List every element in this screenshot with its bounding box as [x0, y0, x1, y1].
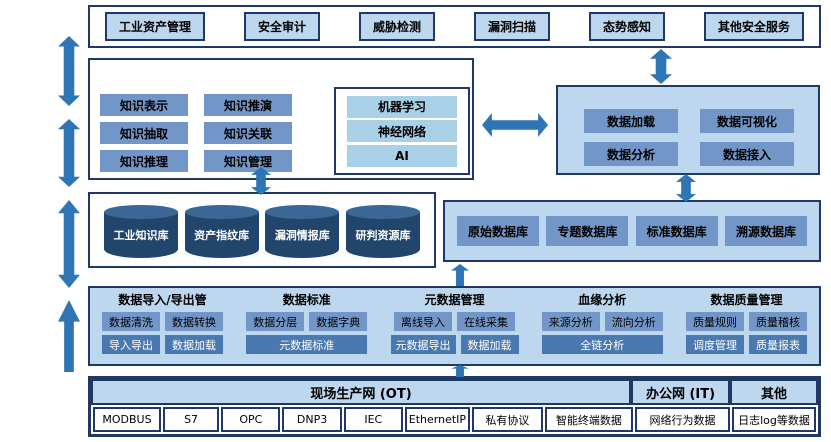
up-arrow-icon — [58, 300, 80, 372]
knowledge-item: 知识表示 — [100, 94, 188, 116]
double-arrow-vertical-icon — [58, 36, 80, 106]
governance-op: 流向分析 — [604, 312, 663, 331]
ai-item: 机器学习 — [347, 95, 457, 118]
knowledge-item: 知识抽取 — [100, 122, 188, 144]
governance-op: 元数据标准 — [246, 335, 368, 354]
network-header-ot: 现场生产网 (OT) — [91, 379, 631, 405]
database-item: 原始数据库 — [457, 216, 539, 246]
governance-group-title: 血缘分析 — [578, 293, 627, 307]
database-cylinder: 工业知识库 — [104, 205, 178, 258]
governance-op: 数据清洗 — [102, 312, 160, 331]
network-sources-layer: 现场生产网 (OT) 办公网 (IT) 其他 MODBUS S7 OPC DNP… — [88, 376, 821, 437]
database-item: 标准数据库 — [635, 216, 718, 246]
protocol-cell: 日志log等数据 — [732, 407, 817, 432]
platform-item: 数据分析 — [584, 142, 678, 166]
network-header-it: 办公网 (IT) — [631, 379, 730, 405]
governance-op: 数据字典 — [309, 312, 368, 331]
ai-item: 神经网络 — [347, 120, 457, 142]
service-button: 其他安全服务 — [703, 12, 804, 41]
governance-group: 元数据管理 离线导入 在线采集 元数据导出 数据加载 — [390, 293, 519, 358]
protocol-cell: MODBUS — [93, 407, 161, 432]
governance-group: 血缘分析 来源分析 流向分析 全链分析 — [541, 293, 663, 358]
protocol-cell: 网络行为数据 — [635, 407, 731, 432]
governance-op: 质量规则 — [686, 312, 744, 331]
governance-op: 数据转换 — [165, 312, 223, 331]
governance-op: 数据分层 — [246, 312, 305, 331]
ai-item: AI — [347, 144, 457, 167]
governance-op: 来源分析 — [541, 312, 600, 331]
protocol-cell: 私有协议 — [471, 407, 543, 432]
double-arrow-vertical-icon — [251, 167, 271, 195]
governance-op: 元数据导出 — [390, 335, 456, 354]
governance-op: 导入导出 — [102, 335, 160, 354]
governance-group: 数据导入/导出管 数据清洗 数据转换 导入导出 数据加载 — [102, 293, 223, 358]
repositories-layer: 工业知识库 资产指纹库 漏洞情报库 研判资源库 — [88, 192, 436, 268]
governance-group: 数据标准 数据分层 数据字典 元数据标准 — [246, 293, 368, 358]
double-arrow-horizontal-icon — [482, 113, 548, 137]
governance-group-title: 数据导入/导出管 — [118, 293, 207, 307]
cylinder-label: 漏洞情报库 — [274, 229, 330, 242]
governance-group-title: 元数据管理 — [424, 293, 485, 307]
protocol-cell: EthernetIP — [404, 407, 470, 432]
database-cylinder: 资产指纹库 — [184, 205, 259, 258]
service-button: 威胁检测 — [358, 12, 435, 41]
governance-group-title: 数据标准 — [282, 293, 331, 307]
network-header-other: 其他 — [730, 379, 818, 405]
database-cylinder: 研判资源库 — [345, 205, 420, 258]
protocol-cell: DNP3 — [282, 407, 342, 432]
cylinder-label: 研判资源库 — [355, 229, 411, 242]
governance-op: 调度管理 — [686, 335, 744, 354]
knowledge-grid: 知识表示 知识推演 知识抽取 知识关联 知识推理 知识管理 — [100, 94, 292, 172]
service-button: 态势感知 — [588, 12, 665, 41]
database-item: 专题数据库 — [546, 216, 629, 246]
databases-panel: 原始数据库 专题数据库 标准数据库 溯源数据库 — [443, 200, 821, 262]
service-button: 漏洞扫描 — [473, 12, 550, 41]
governance-op: 全链分析 — [541, 335, 663, 354]
service-button: 工业资产管理 — [105, 12, 206, 41]
governance-op: 数据加载 — [165, 335, 223, 354]
governance-group: 数据质量管理 质量规则 质量稽核 调度管理 质量报表 — [686, 293, 807, 358]
network-header-row: 现场生产网 (OT) 办公网 (IT) 其他 — [91, 379, 818, 405]
double-arrow-vertical-icon — [676, 174, 696, 202]
double-arrow-vertical-icon — [58, 200, 80, 288]
governance-op: 离线导入 — [394, 312, 452, 331]
platform-item: 数据接入 — [700, 142, 794, 166]
knowledge-layer: 知识表示 知识推演 知识抽取 知识关联 知识推理 知识管理 机器学习 神经网络 … — [88, 58, 474, 180]
governance-op: 在线采集 — [457, 312, 515, 331]
governance-op: 质量稽核 — [749, 312, 807, 331]
ai-subpanel: 机器学习 神经网络 AI — [334, 87, 470, 175]
up-arrow-icon — [451, 264, 469, 286]
protocol-cell: OPC — [221, 407, 281, 432]
protocol-cell: 智能终端数据 — [544, 407, 634, 432]
platform-item: 数据加载 — [584, 109, 678, 133]
network-protocol-row: MODBUS S7 OPC DNP3 IEC EthernetIP 私有协议 智… — [91, 405, 818, 434]
protocol-cell: S7 — [162, 407, 220, 432]
platform-item: 数据可视化 — [700, 109, 794, 133]
protocol-cell: IEC — [343, 407, 403, 432]
data-governance-layer: 数据导入/导出管 数据清洗 数据转换 导入导出 数据加载 数据标准 数据分层 数… — [88, 286, 821, 366]
database-cylinder: 漏洞情报库 — [265, 205, 340, 258]
data-platform-panel: 数据加载 数据可视化 数据分析 数据接入 — [556, 85, 820, 175]
security-services-layer: 工业资产管理 安全审计 威胁检测 漏洞扫描 态势感知 其他安全服务 — [88, 5, 821, 48]
knowledge-item: 知识关联 — [204, 122, 292, 144]
knowledge-item: 知识推理 — [100, 150, 188, 172]
knowledge-item: 知识推演 — [204, 94, 292, 116]
double-arrow-vertical-icon — [58, 119, 80, 187]
database-item: 溯源数据库 — [724, 216, 807, 246]
governance-group-title: 数据质量管理 — [710, 293, 783, 307]
governance-op: 质量报表 — [749, 335, 807, 354]
cylinder-label: 资产指纹库 — [194, 229, 250, 242]
cylinder-label: 工业知识库 — [113, 229, 169, 242]
knowledge-item: 知识管理 — [204, 150, 292, 172]
service-button: 安全审计 — [243, 12, 320, 41]
double-arrow-vertical-icon — [650, 49, 672, 84]
data-platform-grid: 数据加载 数据可视化 数据分析 数据接入 — [584, 109, 794, 166]
governance-op: 数据加载 — [460, 335, 519, 354]
